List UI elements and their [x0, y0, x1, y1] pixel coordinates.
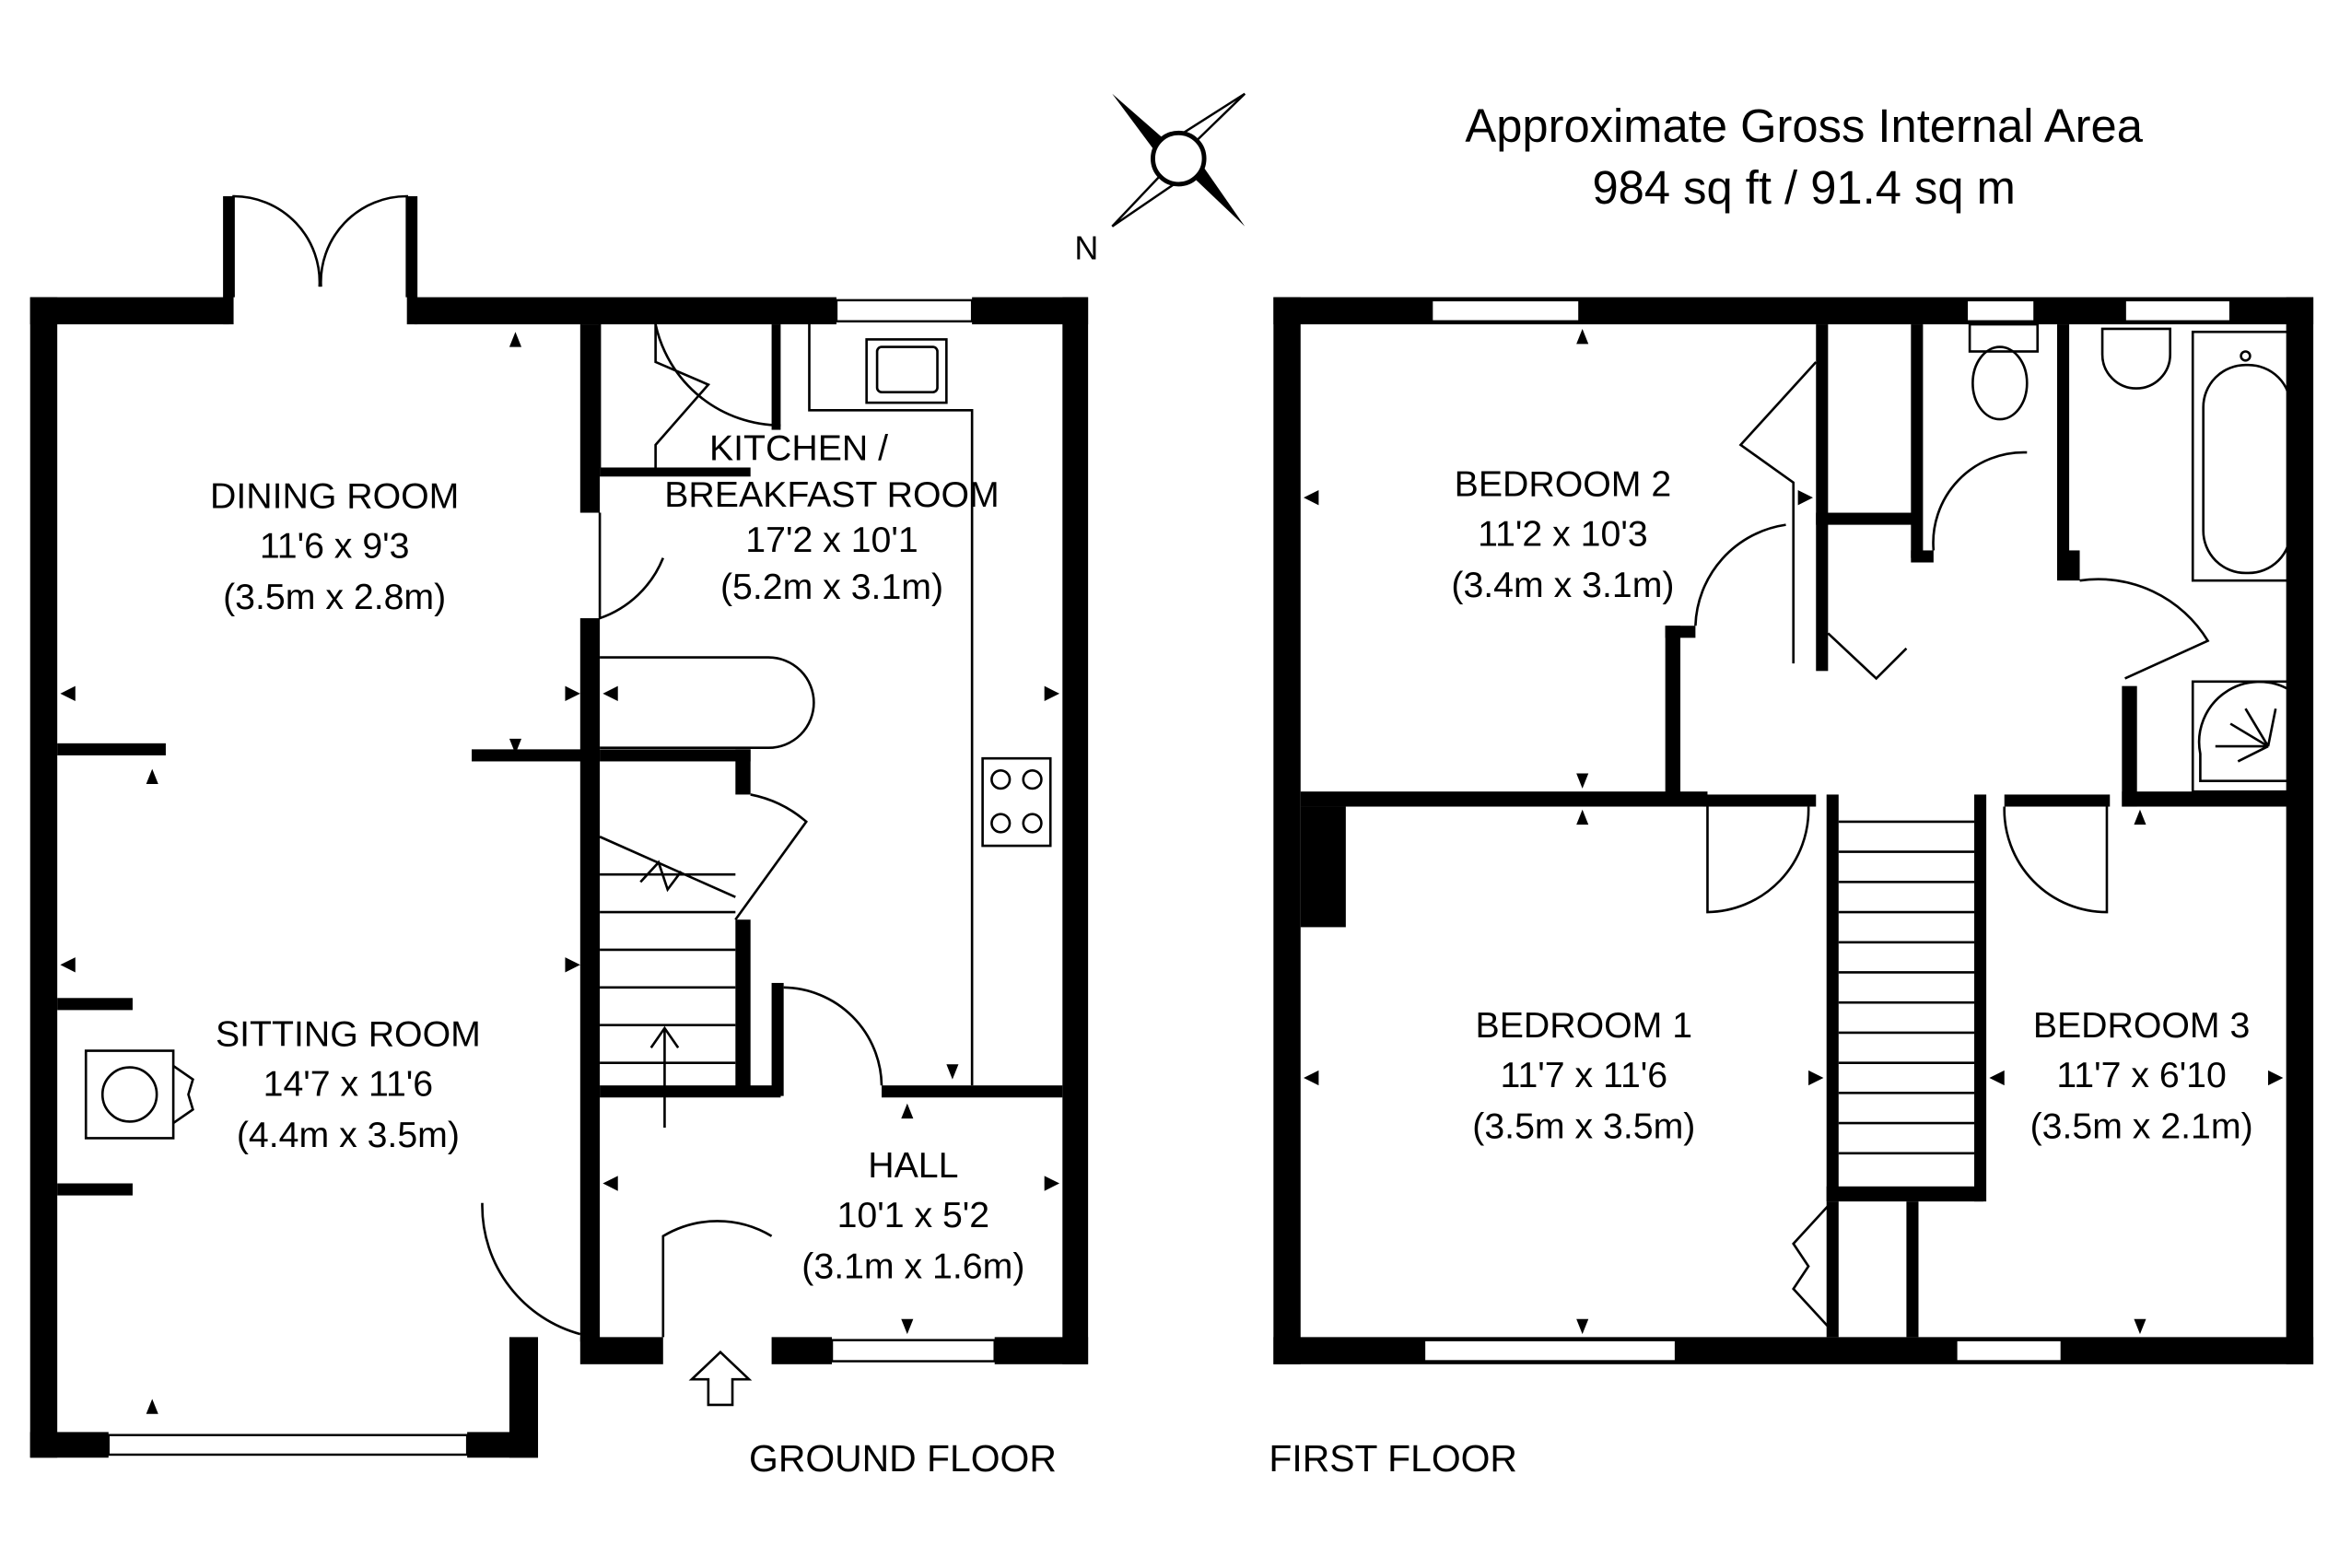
area-title: Approximate Gross Internal Area: [1465, 99, 2143, 152]
kitchen-imperial: 17'2 x 10'1: [745, 520, 918, 560]
ground-floor-label: GROUND FLOOR: [749, 1437, 1057, 1480]
area-value: 984 sq ft / 91.4 sq m: [1592, 161, 2015, 214]
first-floor-label: FIRST FLOOR: [1269, 1437, 1517, 1480]
bedroom-1-imperial: 11'7 x 11'6: [1501, 1055, 1668, 1095]
compass-rose-icon: [1111, 92, 1246, 228]
sitting-room-name: SITTING ROOM: [216, 1014, 481, 1055]
dining-room-name: DINING ROOM: [210, 476, 459, 517]
kitchen-name-line2: BREAKFAST ROOM: [664, 474, 1000, 515]
bedroom-3-imperial: 11'7 x 6'10: [2056, 1055, 2226, 1095]
shower-icon: [2191, 680, 2303, 793]
hall-imperial: 10'1 x 5'2: [837, 1195, 990, 1235]
stairs: [599, 836, 736, 1128]
entrance-arrow-icon: [688, 1350, 753, 1407]
bedroom-1-metric: (3.5m x 3.5m): [1472, 1106, 1695, 1146]
bedroom-3-name: BEDROOM 3: [2033, 1005, 2251, 1046]
first-floor-plan: [1273, 297, 2314, 1364]
dining-room-metric: (3.5m x 2.8m): [223, 577, 446, 617]
sitting-room-metric: (4.4m x 3.5m): [237, 1115, 460, 1155]
kitchen-name-line1: KITCHEN /: [709, 427, 888, 468]
compass-north-label: N: [1074, 229, 1098, 267]
bedroom-2-name: BEDROOM 2: [1455, 464, 1672, 505]
hall-metric: (3.1m x 1.6m): [801, 1246, 1024, 1287]
bedroom-1-name: BEDROOM 1: [1476, 1005, 1693, 1046]
bedroom-3-metric: (3.5m x 2.1m): [2030, 1106, 2253, 1146]
sitting-room-imperial: 14'7 x 11'6: [263, 1064, 433, 1105]
kitchen-metric: (5.2m x 3.1m): [720, 567, 943, 607]
dining-room-imperial: 11'6 x 9'3: [260, 526, 410, 567]
fireplace-icon: [84, 1049, 194, 1140]
bedroom-2-metric: (3.4m x 3.1m): [1451, 565, 1674, 605]
ground-floor-plan: [29, 194, 1089, 1458]
bedroom-2-imperial: 11'2 x 10'3: [1478, 514, 1647, 555]
hall-name: HALL: [868, 1145, 958, 1186]
